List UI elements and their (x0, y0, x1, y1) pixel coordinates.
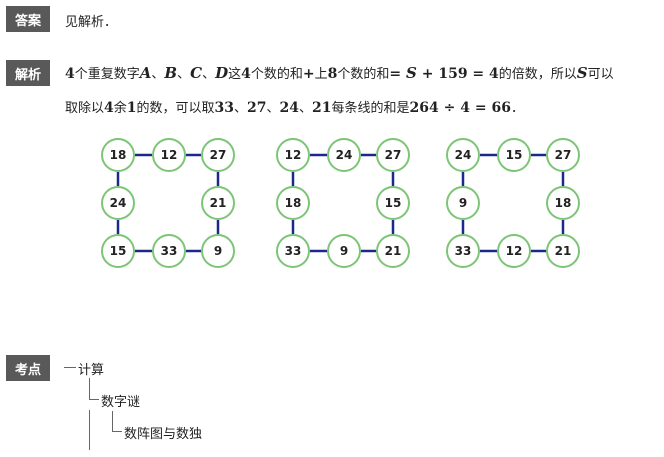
grid-cell-top-1: 24 (327, 138, 361, 172)
grid-cell-top-0: 12 (276, 138, 310, 172)
num: 21 (312, 100, 332, 116)
grid-connectors (291, 153, 395, 253)
calculation: 264 ÷ 4 = 66 (409, 100, 511, 116)
tree-connector (89, 410, 90, 450)
grid-cell-bottom-2: 9 (201, 234, 235, 268)
number-grid-1: 18 12 27 24 21 15 33 9 (97, 133, 249, 273)
sep: 、 (202, 67, 216, 82)
grid-cell-top-1: 12 (152, 138, 186, 172)
tree-child: 数字谜 (101, 395, 141, 410)
num: 27 (247, 100, 267, 116)
num: 4 (241, 66, 251, 82)
grid-cell-bottom-1: 9 (327, 234, 361, 268)
analysis-line-1: 4个重复数字A、B、C、D这4个数的和+上8个数的和= S + 159 = 4的… (65, 63, 614, 82)
text: 余 (113, 101, 127, 116)
text: ． (510, 101, 524, 116)
sep: 、 (151, 67, 165, 82)
grid-cell-middle-1: 18 (546, 186, 580, 220)
grid-connectors (116, 153, 220, 253)
tree-connector (112, 431, 122, 432)
grid-cell-middle-1: 15 (376, 186, 410, 220)
grid-cell-top-1: 15 (497, 138, 531, 172)
text: 个重复数字 (74, 67, 140, 82)
analysis-tag: 解析 (6, 60, 50, 86)
grid-connectors (461, 153, 565, 253)
text: 取除以 (65, 101, 105, 116)
number-grid-2: 12 24 27 18 15 33 9 21 (272, 133, 424, 273)
grid-cell-bottom-2: 21 (376, 234, 410, 268)
answer-tag: 答案 (6, 6, 50, 32)
var-a: A (139, 64, 152, 82)
analysis-line-2: 取除以4余1的数，可以取33、27、24、21每条线的和是264 ÷ 4 = 6… (65, 97, 524, 116)
sep: 、 (177, 67, 191, 82)
num: 24 (279, 100, 300, 116)
knowledge-tag: 考点 (6, 355, 50, 381)
grid-cell-top-2: 27 (376, 138, 410, 172)
text: 的倍数，所以 (498, 67, 577, 82)
tree-connector (64, 367, 76, 368)
sep: 、 (266, 101, 280, 116)
num: 4 (65, 66, 75, 82)
grid-cell-bottom-2: 21 (546, 234, 580, 268)
grid-cell-bottom-1: 12 (497, 234, 531, 268)
grid-cell-bottom-0: 15 (101, 234, 135, 268)
text: 个数的和 (250, 67, 303, 82)
num: 1 (126, 100, 137, 116)
num: 33 (214, 100, 235, 116)
number-grid-3: 24 15 27 9 18 33 12 21 (442, 133, 594, 273)
expression: + 159 = 4 (416, 66, 499, 82)
answer-text: 见解析． (65, 15, 118, 30)
sep: 、 (234, 101, 248, 116)
grid-cell-middle-0: 18 (276, 186, 310, 220)
text: 可以 (587, 67, 614, 82)
tree-connector (89, 378, 90, 399)
num: 8 (327, 66, 338, 82)
var-c: C (190, 64, 203, 82)
var-b: B (164, 64, 178, 82)
grid-cell-middle-0: 9 (446, 186, 480, 220)
sep: 、 (299, 101, 313, 116)
text: 这 (228, 67, 242, 82)
eq-sign: = (389, 66, 407, 82)
var-s: S (576, 64, 588, 82)
text: 的数，可以取 (136, 101, 215, 116)
plus-sign: + (302, 66, 315, 82)
grid-cell-top-2: 27 (201, 138, 235, 172)
text: 个数的和 (337, 67, 390, 82)
grid-cell-bottom-1: 33 (152, 234, 186, 268)
grid-cell-bottom-0: 33 (276, 234, 310, 268)
grid-cell-top-0: 24 (446, 138, 480, 172)
tree-connector (89, 399, 99, 400)
tree-leaf: 数阵图与数独 (124, 427, 203, 442)
grid-cell-top-2: 27 (546, 138, 580, 172)
grid-cell-bottom-0: 33 (446, 234, 480, 268)
grid-cell-middle-0: 24 (101, 186, 135, 220)
text: 每条线的和是 (331, 101, 410, 116)
var-s: S (406, 64, 417, 82)
text: 上 (314, 67, 328, 82)
var-d: D (215, 64, 229, 82)
grid-cell-top-0: 18 (101, 138, 135, 172)
tree-connector (112, 411, 113, 431)
grid-cell-middle-1: 21 (201, 186, 235, 220)
tree-root: 计算 (78, 363, 105, 378)
num: 4 (104, 100, 114, 116)
